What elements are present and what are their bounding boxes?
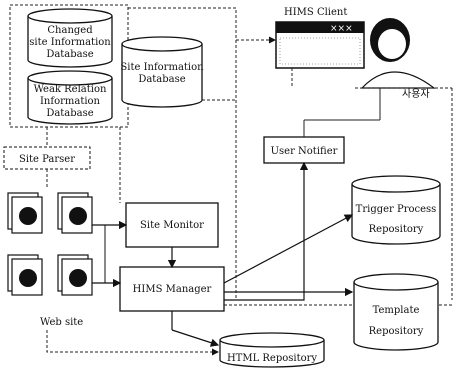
html-repo-label: HTML Repository [227, 353, 317, 364]
weak-relation-db: Weak Relation Information Database [28, 71, 112, 124]
user-label: 사용자 [402, 88, 430, 100]
changed-db-line2: site Information [29, 37, 111, 48]
doc-icon [58, 193, 92, 233]
template-repo-line1: Template [373, 305, 420, 316]
template-repo-line2: Repository [369, 326, 424, 337]
changed-site-info-db: Changed site Information Database [28, 9, 112, 67]
changed-db-line3: Database [46, 49, 93, 60]
weak-db-line1: Weak Relation [34, 84, 107, 95]
site-info-db-line1: Site Information [120, 62, 204, 73]
site-monitor-label: Site Monitor [140, 220, 204, 231]
hims-client: HIMS Client ××× [276, 7, 364, 68]
top-connector [128, 8, 275, 40]
trigger-process-repository: Trigger Process Repository [352, 176, 440, 244]
client-title: HIMS Client [284, 7, 347, 18]
html-repository: HTML Repository [220, 333, 324, 367]
web-site-cluster [8, 193, 92, 295]
doc-icon [8, 193, 42, 233]
trigger-repo-line2: Repository [369, 224, 424, 235]
user-notifier-label: User Notifier [271, 146, 338, 157]
template-repository: Template Repository [354, 274, 438, 350]
site-info-db-line2: Database [138, 74, 185, 85]
user-notifier-box: User Notifier [264, 137, 344, 163]
site-monitor-box: Site Monitor [126, 203, 218, 247]
site-info-db: Site Information Database [120, 37, 204, 107]
site-parser-box: Site Parser [4, 147, 90, 169]
changed-db-line1: Changed [47, 25, 93, 36]
hims-manager-label: HIMS Manager [133, 284, 212, 295]
doc-icon [58, 255, 92, 295]
doc-icon [8, 255, 42, 295]
site-parser-label: Site Parser [19, 154, 75, 165]
web-site-label: Web site [40, 317, 83, 328]
weak-db-line2: Information [40, 96, 101, 107]
client-window-buttons: ××× [330, 24, 353, 34]
trigger-repo-line1: Trigger Process [356, 204, 437, 215]
hims-manager-box: HIMS Manager [120, 267, 224, 311]
weak-db-line3: Database [46, 108, 93, 119]
